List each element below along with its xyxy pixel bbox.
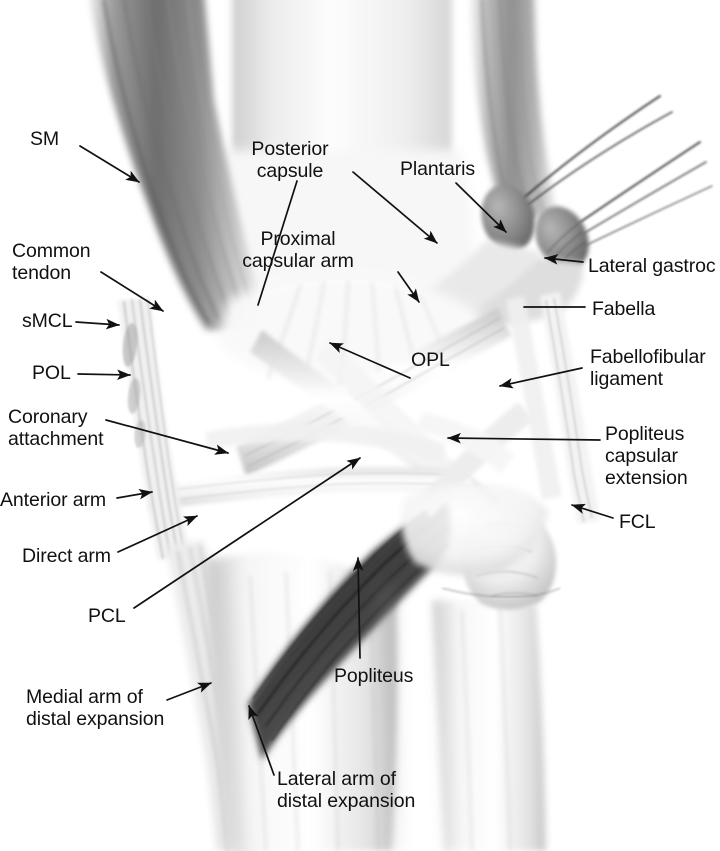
anatomy-label-fab-fib-lig: Fabellofibular ligament [590, 346, 706, 390]
anatomy-label-common-tendon: Common tendon [12, 240, 91, 284]
anatomy-label-fabella: Fabella [592, 298, 656, 320]
anatomy-label-lateral-arm: Lateral arm of distal expansion [277, 768, 416, 812]
anatomy-label-lat-gastroc: Lateral gastroc [588, 255, 716, 277]
anatomy-label-coronary: Coronary attachment [8, 406, 104, 450]
anatomy-label-pop-caps-ext: Popliteus capsular extension [605, 423, 688, 489]
anatomy-label-medial-arm: Medial arm of distal expansion [26, 686, 165, 730]
anatomy-label-plantaris: Plantaris [400, 158, 475, 180]
anatomy-label-sm: SM [30, 128, 60, 150]
anatomy-label-anterior-arm: Anterior arm [0, 489, 107, 511]
anatomy-label-prox-caps-arm: Proximal capsular arm [242, 228, 354, 272]
anatomy-label-pol: POL [32, 362, 71, 384]
anatomy-label-opl: OPL [411, 349, 450, 371]
anatomy-label-smcl: sMCL [22, 310, 73, 332]
anatomy-label-popliteus: Popliteus [334, 665, 414, 687]
anatomy-label-direct-arm: Direct arm [22, 545, 111, 567]
anatomy-label-pcl: PCL [88, 605, 126, 627]
anatomy-label-fcl: FCL [619, 511, 656, 533]
anatomy-label-post-capsule: Posterior capsule [251, 138, 329, 182]
